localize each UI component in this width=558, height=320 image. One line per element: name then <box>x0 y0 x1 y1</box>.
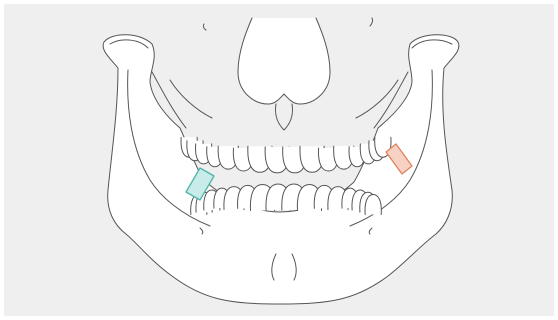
left-sinus-line <box>170 80 212 118</box>
left-tick <box>203 24 206 30</box>
jaw-illustration <box>4 4 554 316</box>
illustration-panel <box>4 4 554 316</box>
upper-teeth <box>181 137 391 173</box>
nasal-cavity-outline <box>238 18 330 104</box>
lower-tooth <box>365 195 381 215</box>
right-sinus-line <box>356 80 398 118</box>
nasal-septum <box>275 104 292 130</box>
right-tick <box>370 18 373 26</box>
lower-teeth <box>191 184 382 214</box>
